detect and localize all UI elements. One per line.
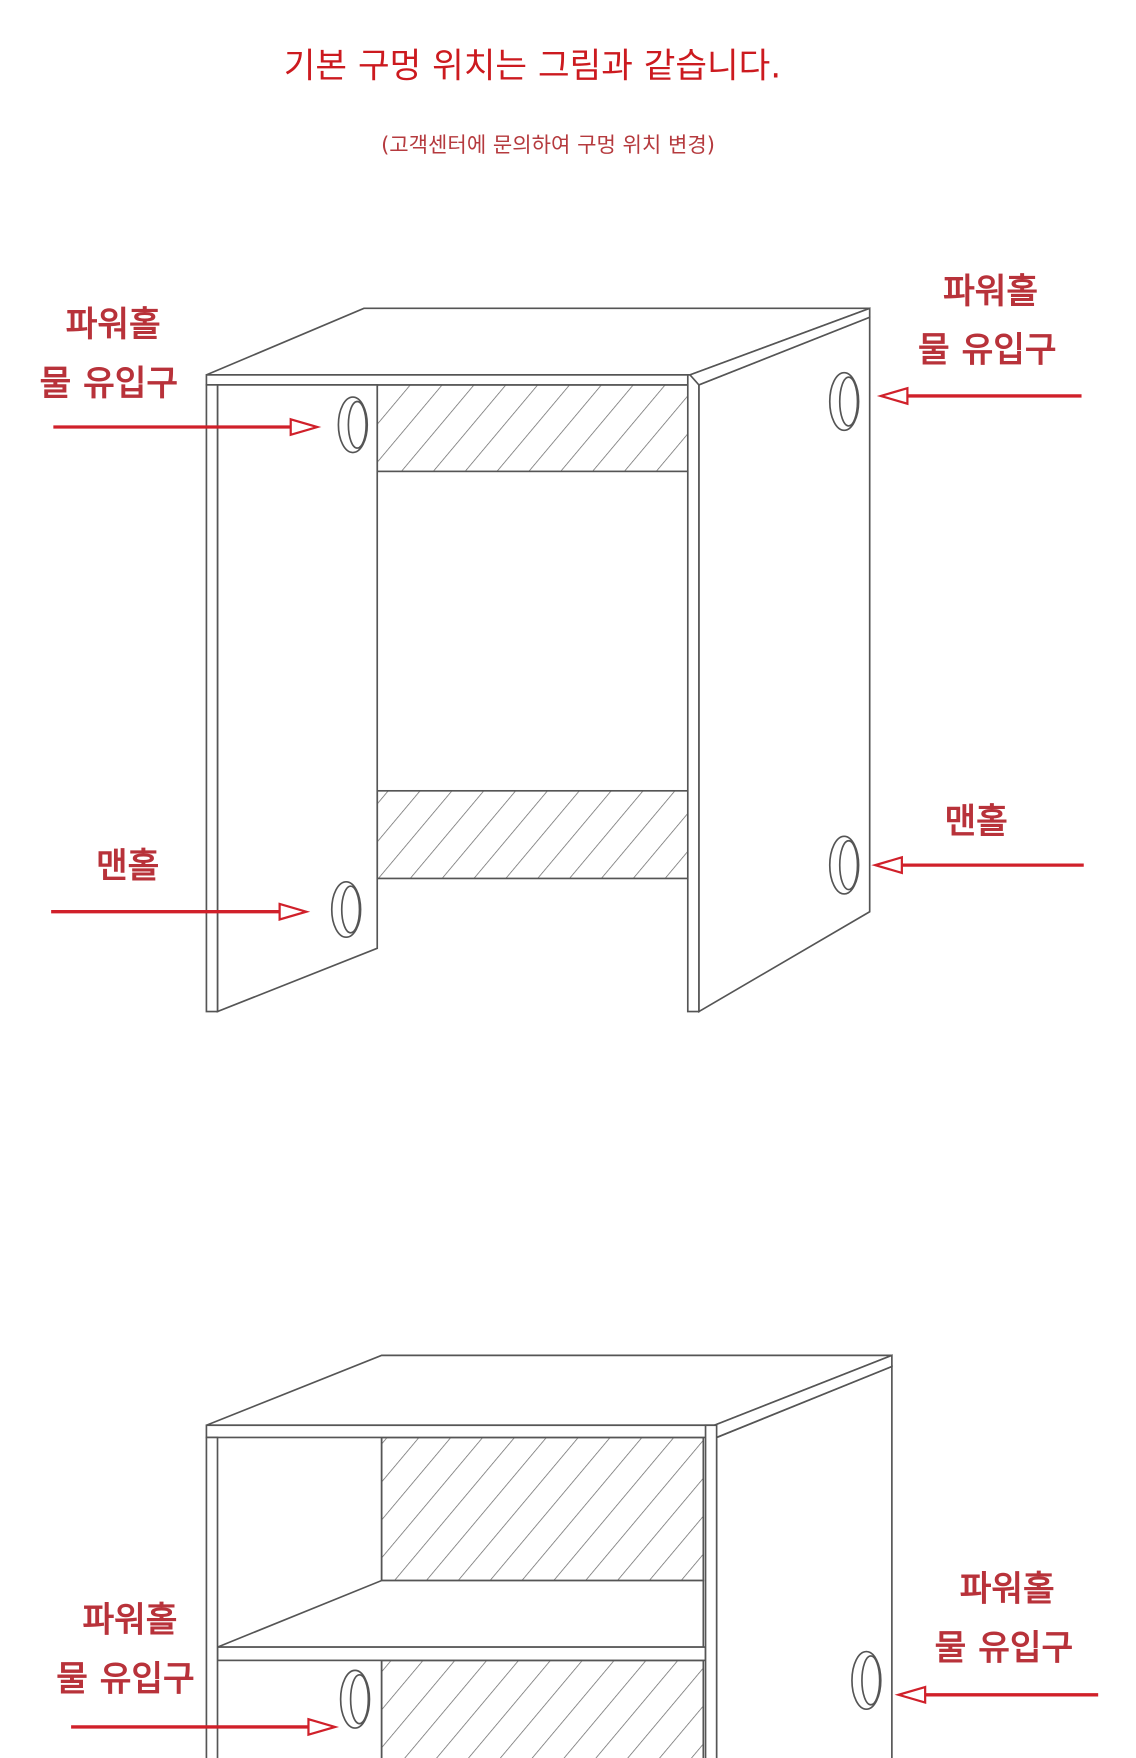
back-panel-top-hatched (376, 384, 691, 473)
cabinet-diagram-shelf: 파워홀 물 유입구 파워홀 물 유입구 (56, 1354, 1099, 1758)
hole-icon (851, 1650, 882, 1711)
arrow-right-icon (71, 1717, 340, 1737)
hole-icon (330, 880, 362, 939)
hole-icon (828, 371, 860, 432)
arrow-right-icon (53, 417, 322, 437)
hole-icon (337, 396, 369, 454)
label-manhole: 맨홀 (945, 802, 1008, 842)
hole-icon (828, 835, 860, 895)
arrow-left-icon (894, 1685, 1099, 1705)
label-power-hole: 파워홀 (960, 1570, 1055, 1610)
right-panel-front-edge (704, 1424, 718, 1758)
cabinet-diagram-open: 파워홀 물 유입구 맨홀 파워홀 물 유입구 맨홀 (40, 272, 1084, 1013)
arrow-right-icon (51, 902, 311, 921)
back-panel-bottom-hatched (376, 789, 691, 880)
left-panel-front-edge (205, 384, 219, 1013)
label-power-hole: 파워홀 (66, 305, 161, 345)
top-right-edge (688, 307, 871, 386)
back-panel-top-hatched (380, 1436, 705, 1582)
page-subtitle: (고객센터에 문의하여 구멍 위치 변경) (381, 132, 715, 157)
label-water-inlet: 물 유입구 (918, 331, 1056, 371)
back-panel-bottom-hatched (380, 1659, 705, 1758)
label-water-inlet: 물 유입구 (40, 364, 178, 404)
arrow-left-icon (871, 855, 1084, 875)
page-title: 기본 구멍 위치는 그림과 같습니다. (284, 47, 781, 87)
top-panel-front-edge (205, 1424, 716, 1439)
shelf (217, 1579, 705, 1648)
label-power-hole: 파워홀 (943, 272, 1038, 312)
top-panel-front-edge (205, 374, 691, 386)
left-panel-front-edge (205, 1436, 219, 1758)
label-power-hole: 파워홀 (82, 1601, 177, 1641)
shelf-front-edge (216, 1646, 707, 1662)
label-manhole: 맨홀 (96, 846, 159, 886)
hole-icon (339, 1669, 371, 1729)
label-water-inlet: 물 유입구 (935, 1628, 1073, 1668)
arrow-left-icon (876, 386, 1082, 406)
label-water-inlet: 물 유입구 (56, 1659, 194, 1699)
right-panel-front-edge (686, 374, 700, 1013)
